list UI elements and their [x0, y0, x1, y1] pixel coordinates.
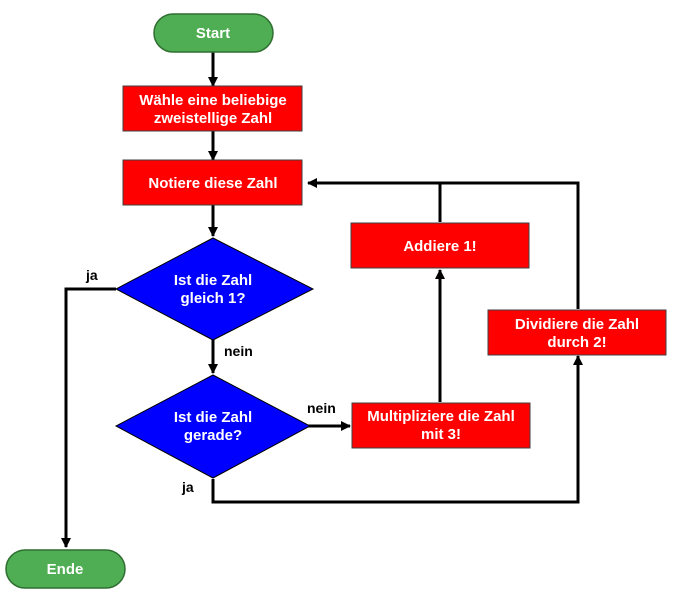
edge-is-one-yes-to-end: [61, 287, 116, 548]
multiply-label-line1: Multipliziere die Zahl: [367, 408, 515, 425]
choose-number-node: Wähle eine beliebige zweistellige Zahl: [122, 85, 303, 132]
decision-is-one-node: Ist die Zahl gleich 1?: [114, 237, 315, 341]
choose-number-label-line1: Wähle eine beliebige: [139, 92, 287, 109]
decision-is-one-label-line2: gleich 1?: [180, 290, 245, 307]
decision-is-even-label-line1: Ist die Zahl: [174, 409, 252, 426]
add-one-node: Addiere 1!: [350, 222, 530, 269]
edge-label-is-even-yes: ja: [181, 479, 194, 495]
divide-shape: [487, 309, 667, 356]
decision-is-even-shape: [114, 374, 312, 479]
multiply-shape: [351, 402, 531, 449]
edges: [61, 52, 583, 548]
note-number-label: Notiere diese Zahl: [148, 175, 277, 192]
start-shape: [153, 13, 274, 53]
decision-is-even-label-line2: gerade?: [184, 427, 242, 444]
add-one-shape: [350, 222, 530, 269]
decision-is-even-node: Ist die Zahl gerade?: [114, 374, 312, 479]
decision-is-one-label-line1: Ist die Zahl: [174, 272, 252, 289]
multiply-label-line2: mit 3!: [421, 426, 461, 443]
start-label: Start: [196, 25, 230, 42]
note-number-node: Notiere diese Zahl: [122, 159, 303, 206]
edge-label-is-one-no: nein: [224, 343, 253, 359]
edge-add-to-note: [307, 178, 442, 222]
edge-label-is-even-no: nein: [307, 400, 336, 416]
edge-label-is-one-yes: ja: [85, 267, 98, 283]
choose-number-label-line2: zweistellige Zahl: [154, 110, 272, 127]
divide-label-line2: durch 2!: [547, 334, 606, 351]
end-node: Ende: [5, 549, 126, 589]
add-one-label: Addiere 1!: [403, 238, 476, 255]
edge-divide-to-note: [440, 181, 580, 309]
choose-number-shape: [122, 85, 303, 132]
note-number-shape: [122, 159, 303, 206]
divide-label-line1: Dividiere die Zahl: [515, 316, 639, 333]
multiply-node: Multipliziere die Zahl mit 3!: [351, 402, 531, 449]
end-shape: [5, 549, 126, 589]
divide-node: Dividiere die Zahl durch 2!: [487, 309, 667, 356]
start-node: Start: [153, 13, 274, 53]
edge-is-even-yes-to-divide: [211, 355, 583, 504]
end-label: Ende: [47, 561, 84, 578]
decision-is-one-shape: [114, 237, 315, 341]
